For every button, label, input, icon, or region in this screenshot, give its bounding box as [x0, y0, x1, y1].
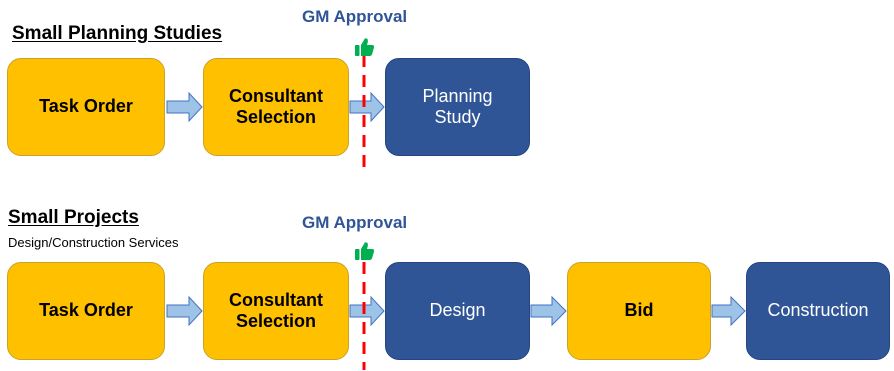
thumbs-up-icon: [355, 38, 375, 56]
step-label: Consultant Selection: [229, 289, 323, 331]
step-label: Consultant Selection: [229, 85, 323, 127]
step-consultant-selection-projects: Consultant Selection: [203, 262, 349, 360]
step-label: Construction: [767, 300, 869, 321]
step-design: Design: [385, 262, 530, 360]
step-label: Task Order: [39, 300, 133, 321]
gm-approval-label-planning: GM Approval: [302, 7, 408, 26]
step-label: Bid: [624, 300, 654, 321]
section-subtitle-services: Design/Construction Services: [8, 235, 179, 250]
step-label: Design: [429, 300, 486, 321]
flow-arrow-6: [711, 295, 746, 327]
thumbs-up-icon: [355, 242, 375, 260]
flow-arrow-3: [166, 295, 203, 327]
section-title-planning-studies: Small Planning Studies: [12, 23, 223, 44]
gm-approval-label-projects: GM Approval: [302, 213, 408, 232]
step-construction: Construction: [746, 262, 890, 360]
step-planning-study: Planning Study: [385, 58, 530, 156]
step-label: Task Order: [39, 96, 133, 117]
section-title-small-projects: Small Projects: [8, 207, 139, 228]
flow-arrow-2: [349, 91, 385, 123]
flow-arrow-4: [349, 295, 385, 327]
step-task-order-planning: Task Order: [7, 58, 165, 156]
step-consultant-selection-planning: Consultant Selection: [203, 58, 349, 156]
step-bid: Bid: [567, 262, 711, 360]
step-label: Planning Study: [422, 85, 493, 127]
flow-arrow-5: [530, 295, 567, 327]
step-task-order-projects: Task Order: [7, 262, 165, 360]
flow-arrow-1: [166, 91, 203, 123]
